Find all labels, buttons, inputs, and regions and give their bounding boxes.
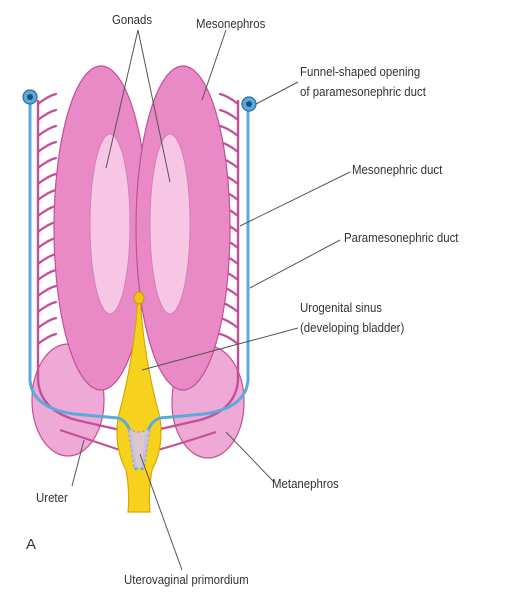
leader-paramesonephric-duct: [250, 240, 340, 288]
right-gonad: [150, 134, 190, 314]
label-mesonephros: Mesonephros: [196, 16, 265, 32]
label-paramesonephric-duct: Paramesonephric duct: [344, 230, 458, 246]
label-urogenital-line1: Urogenital sinus: [300, 300, 382, 316]
allantois-tip: [134, 292, 144, 304]
label-funnel-line2: of paramesonephric duct: [300, 84, 426, 100]
leader-funnel: [256, 82, 298, 104]
leader-metanephros: [226, 432, 274, 482]
left-gonad: [90, 134, 130, 314]
leader-mesonephric-duct: [240, 172, 350, 226]
label-mesonephric-duct: Mesonephric duct: [352, 162, 442, 178]
left-funnel-opening-icon: [23, 90, 37, 104]
label-uterovaginal: Uterovaginal primordium: [124, 572, 249, 588]
label-metanephros: Metanephros: [272, 476, 339, 492]
label-gonads: Gonads: [112, 12, 152, 28]
right-funnel-opening-icon: [242, 97, 256, 111]
label-urogenital-line2: (developing bladder): [300, 320, 404, 336]
leader-mesonephros: [202, 30, 226, 100]
label-funnel-line1: Funnel-shaped opening: [300, 64, 420, 80]
label-ureter: Ureter: [36, 490, 68, 506]
left-mesonephric-tubules: [38, 94, 56, 344]
panel-letter: A: [26, 536, 36, 553]
